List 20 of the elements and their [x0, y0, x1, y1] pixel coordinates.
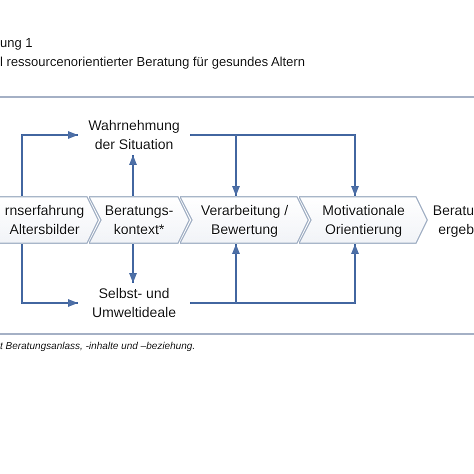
step-label: Beratungs- kontext*	[104, 202, 174, 237]
arrow	[129, 244, 137, 283]
footnote: t Beratungsanlass, -inhalte und –beziehung.	[0, 341, 196, 353]
process-step	[180, 196, 309, 244]
arrow	[21, 131, 78, 196]
arrow	[190, 134, 359, 196]
step-label: rnserfahrung Altersbilder	[4, 202, 84, 237]
arrow	[190, 244, 359, 304]
arrow	[21, 244, 78, 307]
figure-title: l ressourcenorientierter Beratung für gesundes Altern	[0, 54, 305, 70]
step-label: Verarbeitung / Bewertung	[200, 202, 288, 237]
figure-number: ung 1	[0, 35, 33, 51]
concept-label: Selbst- und Umweltideale	[90, 284, 178, 322]
concept-label: Wahrnehmung der Situation	[87, 116, 181, 154]
arrow	[129, 155, 137, 196]
process-step	[299, 196, 428, 244]
process-step	[0, 196, 99, 244]
process-step	[89, 196, 190, 244]
concept-label: Beratu ergeb	[432, 201, 474, 239]
step-label: Motivationale Orientierung	[322, 202, 405, 237]
